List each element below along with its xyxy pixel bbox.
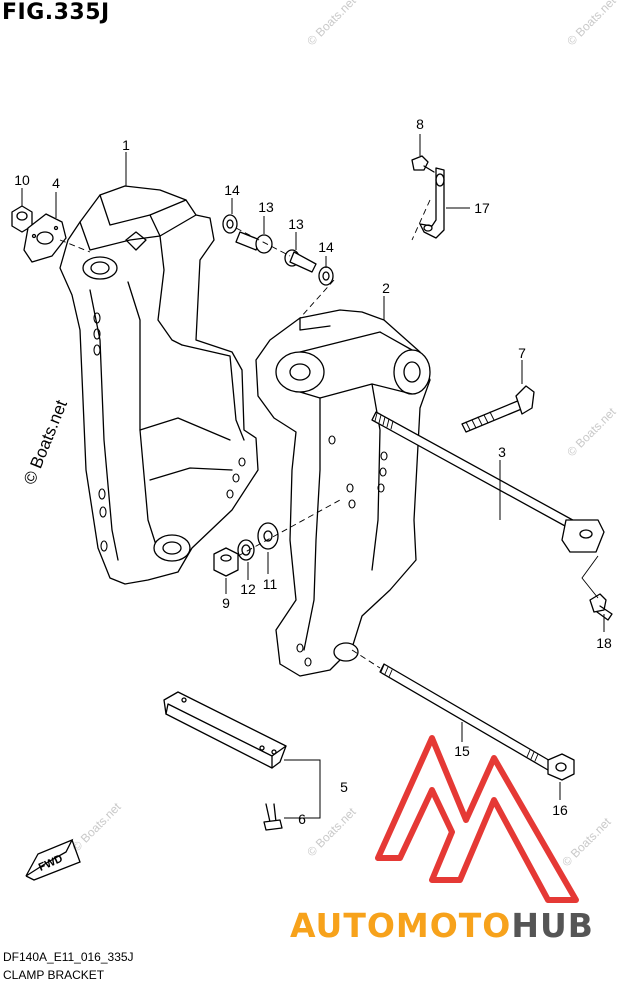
callout-17: 17: [474, 200, 490, 216]
clamp-bracket-left: [59, 185, 259, 585]
callout-13-lower: 13: [288, 216, 304, 232]
callout-14-upper: 14: [224, 182, 240, 198]
callout-10: 10: [14, 172, 30, 188]
callout-7: 7: [518, 345, 526, 361]
callout-1: 1: [122, 137, 130, 153]
washer-part-12: [237, 539, 255, 561]
nut-part-9: [213, 547, 239, 577]
bolt-part-13-upper: [235, 231, 273, 254]
plate-part-4: [23, 213, 67, 263]
callout-13-upper: 13: [258, 199, 274, 215]
bolt-part-7: [461, 385, 535, 433]
plate-part-5: [163, 691, 287, 769]
callout-8: 8: [416, 116, 424, 132]
clip-part-17: [419, 167, 445, 239]
callout-4: 4: [52, 175, 60, 191]
washer-part-14-lower: [318, 266, 334, 286]
assembly-line: [59, 239, 91, 253]
bolt-part-18: [589, 593, 613, 621]
callout-12: 12: [240, 581, 256, 597]
automotohub-logo-mark: [375, 735, 579, 903]
clamp-bracket-right: [255, 309, 431, 677]
washer-part-11: [257, 522, 279, 550]
bolt-part-13-lower: [284, 249, 317, 273]
callout-3: 3: [498, 444, 506, 460]
assembly-line: [351, 649, 381, 669]
assembly-line: [411, 199, 431, 241]
callout-5: 5: [340, 779, 348, 795]
automotohub-logo-text: AUTOMOTOHUB: [290, 906, 594, 945]
assembly-line: [299, 279, 335, 319]
callout-16: 16: [552, 802, 568, 818]
screw-part-8: [411, 155, 435, 173]
leader-line: [581, 555, 599, 599]
leader-line: [284, 759, 321, 819]
callout-9: 9: [222, 595, 230, 611]
figure-caption: CLAMP BRACKET: [3, 968, 105, 982]
bolt-part-6: [263, 803, 283, 831]
callout-14-lower: 14: [318, 239, 334, 255]
nut-part-16: [547, 753, 575, 781]
callout-6: 6: [298, 811, 306, 827]
forward-direction-badge: FWD: [25, 838, 81, 881]
tilt-shaft: [371, 411, 605, 553]
figure-title: FIG.335J: [2, 0, 110, 25]
callout-18: 18: [596, 635, 612, 651]
callout-11: 11: [263, 576, 278, 592]
callout-2: 2: [382, 280, 390, 296]
washer-part-14-upper: [222, 214, 238, 234]
callout-15: 15: [454, 743, 470, 759]
assembly-line: [235, 227, 291, 257]
figure-code: DF140A_E11_016_335J: [3, 950, 134, 964]
